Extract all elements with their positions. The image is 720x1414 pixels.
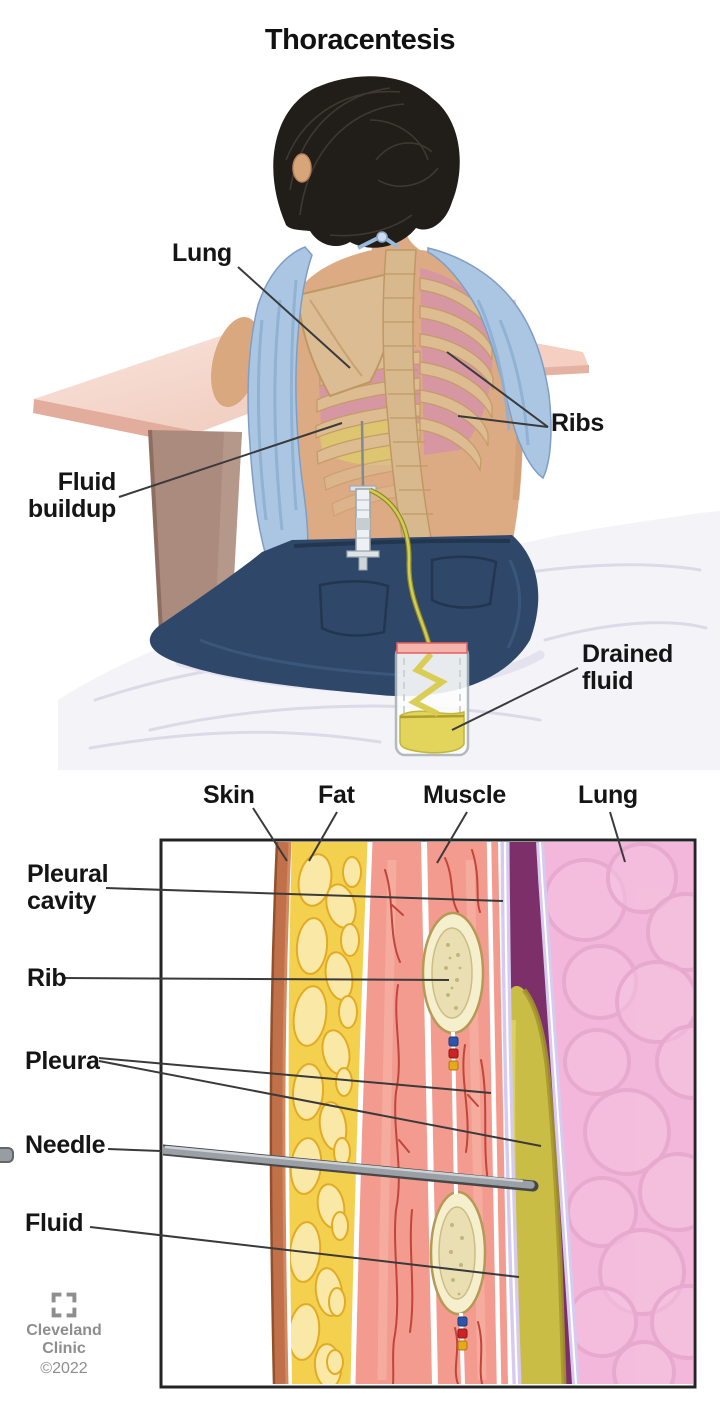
label-rib: Rib	[27, 964, 67, 992]
needle	[163, 1144, 539, 1192]
cross-section	[0, 807, 697, 1389]
patient	[149, 76, 552, 697]
brand-block: Cleveland Clinic ©2022	[20, 1292, 108, 1378]
needle-hub-stub	[0, 1147, 14, 1163]
gown	[247, 231, 552, 587]
label-skin: Skin	[203, 781, 255, 809]
label-fat: Fat	[318, 781, 355, 809]
procedure-scene: kp	[33, 76, 720, 770]
brand-name-line2: Clinic	[42, 1339, 86, 1357]
drainage-bag	[394, 642, 470, 757]
label-needle: Needle	[25, 1131, 106, 1159]
label-muscle: Muscle	[423, 781, 506, 809]
copyright: ©2022	[40, 1360, 88, 1378]
brand-name-line1: Cleveland	[26, 1322, 102, 1339]
rib-cross-sections	[421, 911, 487, 1316]
label-pleural-cavity: Pleural cavity	[27, 860, 109, 915]
pleura-layers	[500, 842, 580, 1385]
ribcage-overlay	[296, 223, 494, 546]
skin-layer	[269, 842, 292, 1385]
leader-lines-top	[118, 266, 579, 731]
label-fluid-buildup: Fluid buildup	[27, 468, 116, 523]
label-lung-bottom: Lung	[578, 781, 638, 809]
leader-lines-cross-section	[62, 807, 626, 1278]
label-ribs: Ribs	[551, 409, 604, 437]
label-pleura: Pleura	[25, 1047, 100, 1075]
cross-section-frame	[159, 838, 697, 1389]
label-drained-fluid: Drained fluid	[582, 640, 673, 695]
lung-layer	[540, 842, 693, 1384]
cleveland-clinic-logo-icon	[51, 1292, 77, 1318]
syringe	[346, 420, 380, 571]
hair	[273, 76, 460, 248]
intercostal-bundles	[448, 1031, 468, 1385]
label-lung-top: Lung	[172, 239, 232, 267]
label-fluid: Fluid	[25, 1209, 84, 1237]
drained-fluid-pool	[399, 710, 465, 754]
page-title: Thoracentesis	[264, 24, 456, 56]
